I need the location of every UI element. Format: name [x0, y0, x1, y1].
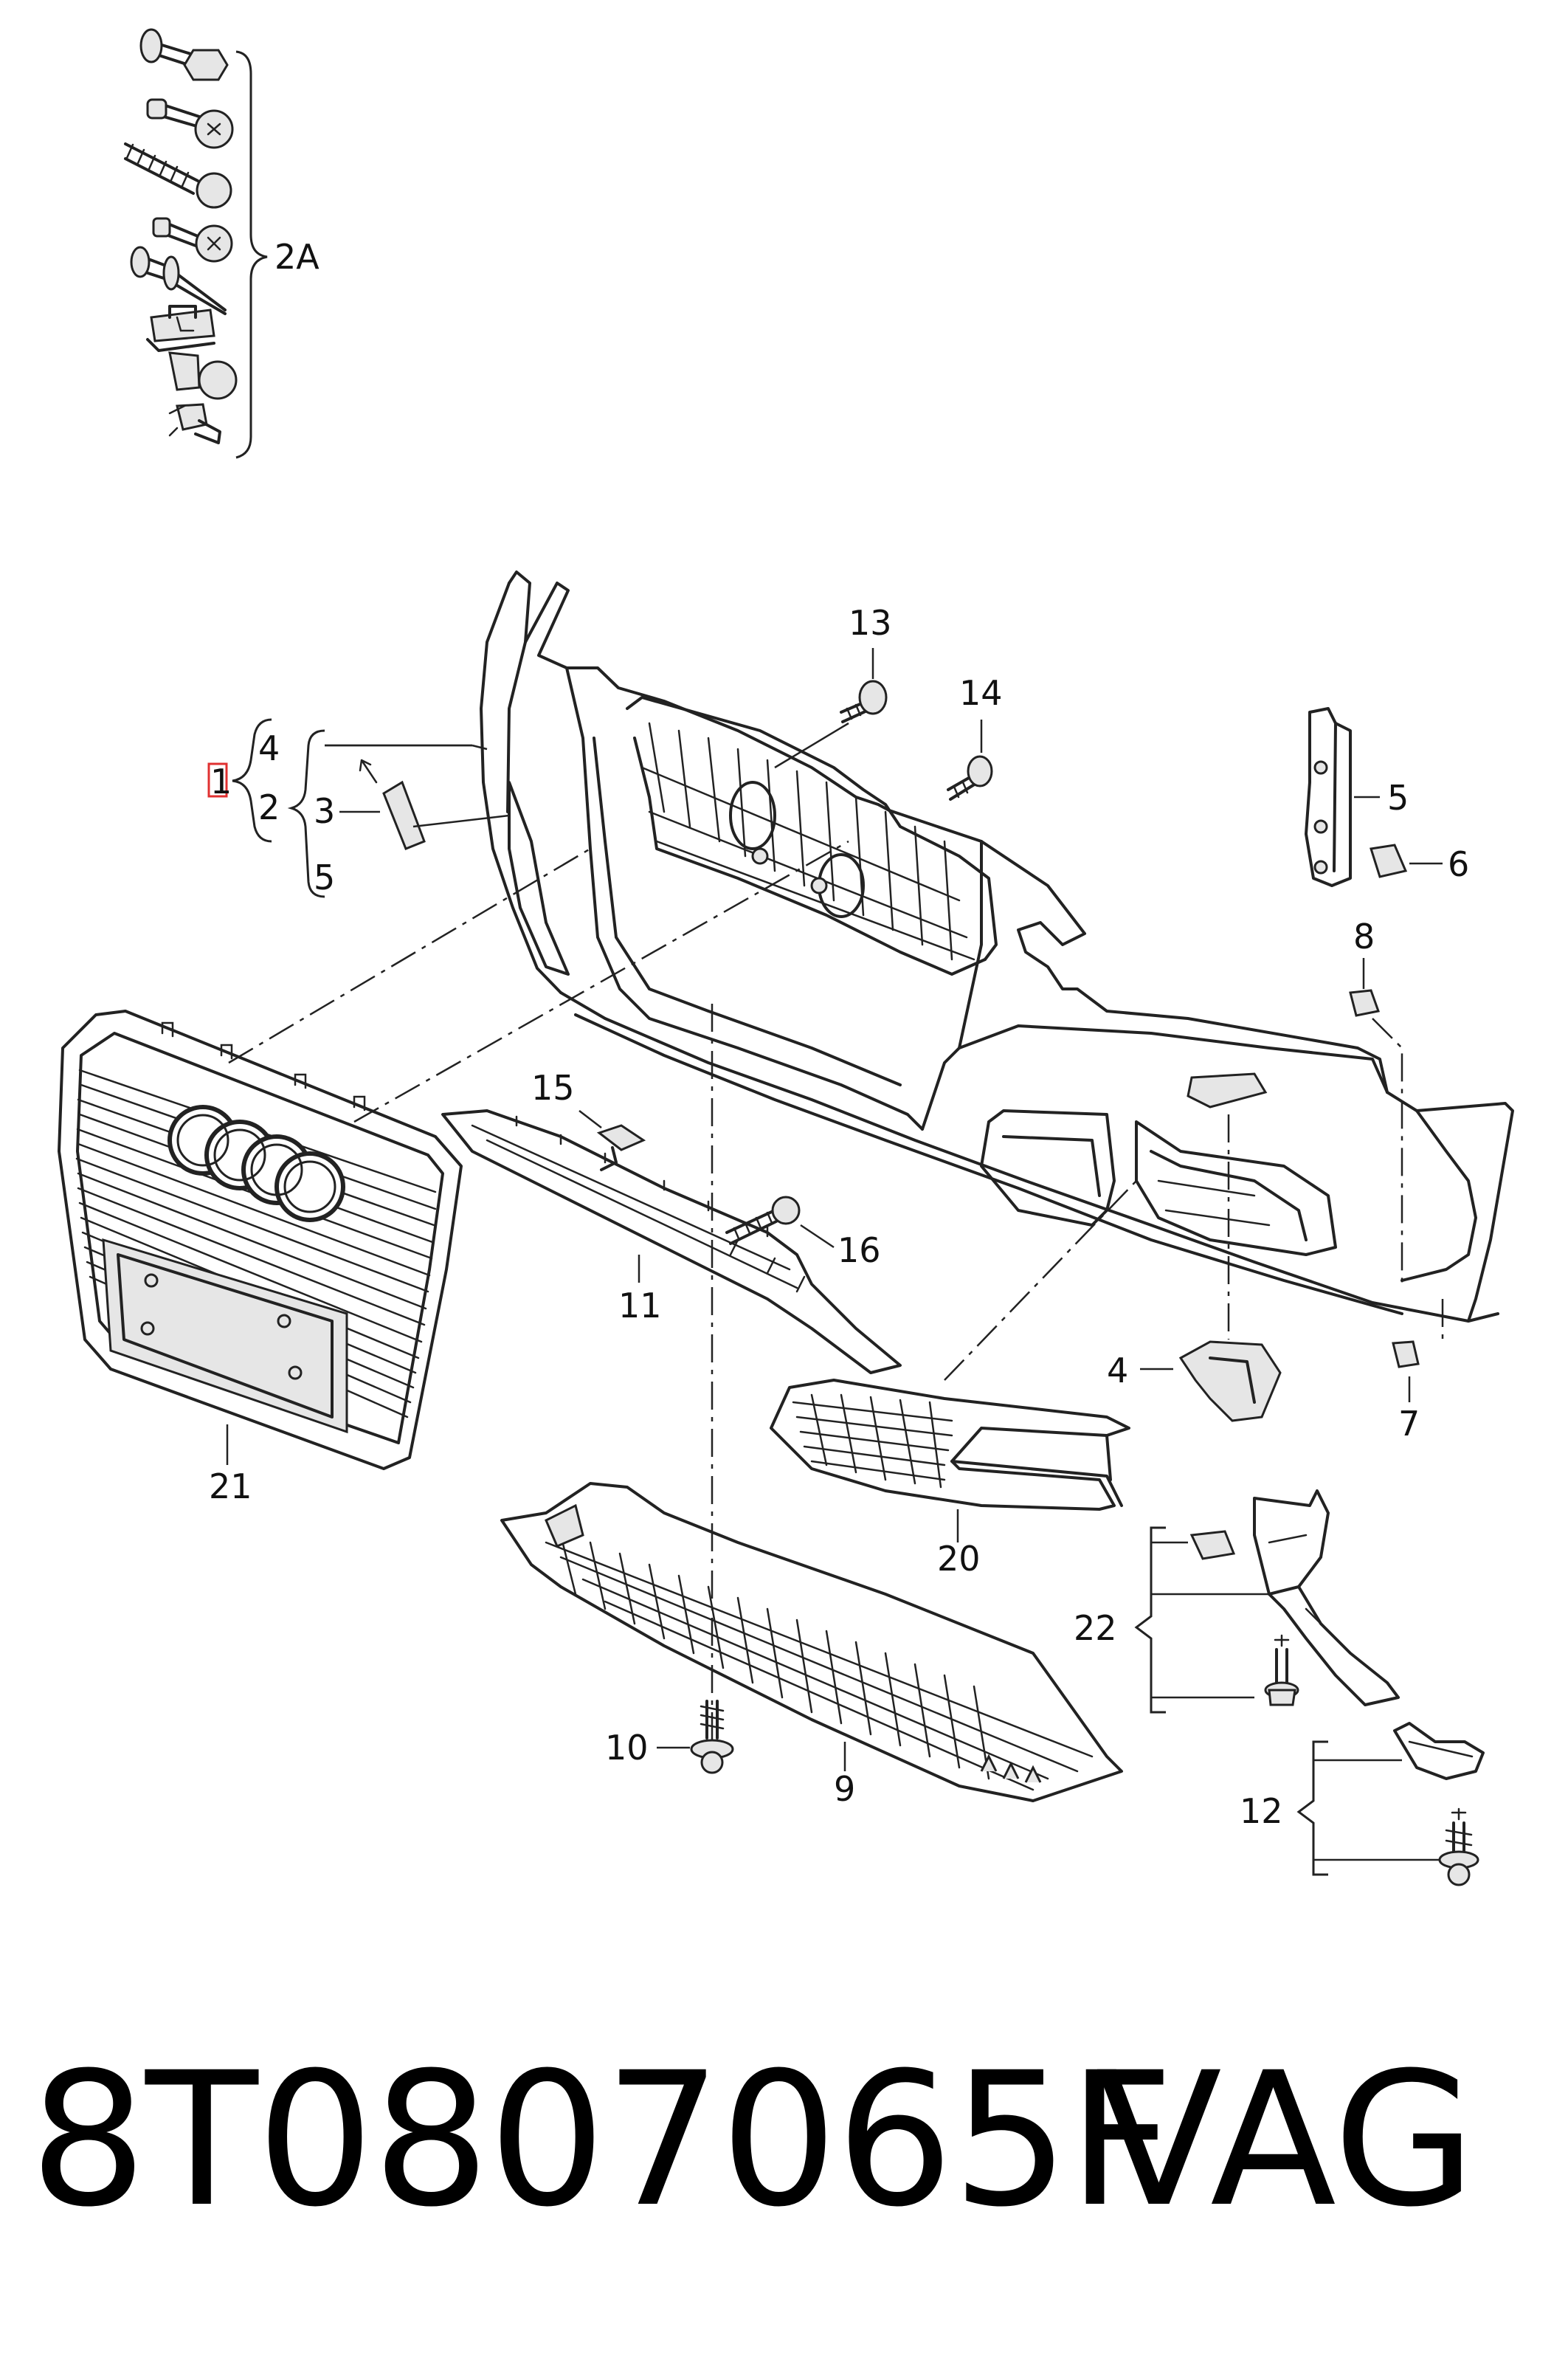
callout-group-1: 1 4 2 3 5 [207, 718, 510, 898]
screw-16: 16 [725, 1196, 881, 1270]
undertray: 9 [500, 1482, 1123, 1809]
rings-emblem [167, 1105, 345, 1222]
callout-6: 6 [1448, 844, 1469, 884]
brand-label: VAG [1096, 2033, 1477, 2247]
trim-strip: 11 [441, 1109, 902, 1374]
screw-14: 14 [947, 673, 1003, 801]
callout-15: 15 [531, 1068, 575, 1108]
callout-1: 1 [210, 762, 232, 801]
highlight-box [207, 762, 228, 798]
callout-16: 16 [837, 1230, 881, 1270]
push-pin-drawing [168, 403, 221, 444]
callout-9: 9 [834, 1769, 855, 1809]
clip-7: 7 [1392, 1299, 1444, 1444]
callout-2a: 2A [274, 237, 320, 277]
callout-3: 3 [314, 791, 335, 831]
washer-cap-4: 4 [1107, 1114, 1282, 1422]
callout-11: 11 [618, 1286, 662, 1325]
expansion-rivet-drawing [168, 351, 238, 400]
callout-13: 13 [849, 603, 892, 643]
bracket-5-6: 5 6 [1305, 707, 1469, 887]
rivet-drawing [130, 246, 227, 315]
fastener-set-2a: 2A [124, 28, 320, 459]
callout-4-group: 4 [258, 728, 280, 768]
clip-8: 8 [1349, 917, 1403, 1284]
callout-8: 8 [1353, 917, 1375, 956]
callout-21: 21 [209, 1466, 252, 1506]
torx-screw-2-drawing [152, 217, 233, 263]
front-grille: 21 [58, 1010, 463, 1506]
bracket-15: 15 [531, 1068, 646, 1171]
callout-14: 14 [959, 673, 1003, 713]
callout-5: 5 [1387, 778, 1409, 818]
callout-2: 2 [258, 787, 280, 827]
part-number: 8T0807065F [30, 2033, 1174, 2247]
fog-grille: 20 [770, 1180, 1137, 1579]
callout-10: 10 [605, 1728, 649, 1768]
callout-20: 20 [937, 1539, 981, 1579]
bracket-set-22: 22 [1074, 1489, 1400, 1714]
callout-12: 12 [1240, 1791, 1283, 1831]
callout-22: 22 [1074, 1608, 1117, 1648]
long-screw-drawing [124, 142, 232, 209]
callout-4: 4 [1107, 1351, 1128, 1390]
clip-nut-drawing [146, 305, 215, 352]
callout-7: 7 [1398, 1404, 1420, 1444]
screw-13: 13 [774, 603, 892, 769]
torx-screw-drawing [146, 98, 234, 149]
hex-bolt-drawing [139, 28, 229, 81]
screw-10: 10 [605, 1700, 734, 1774]
callout-5-group: 5 [314, 858, 335, 897]
bracket-set-12: 12 [1240, 1722, 1485, 1886]
bumper-cover [480, 570, 1514, 1323]
